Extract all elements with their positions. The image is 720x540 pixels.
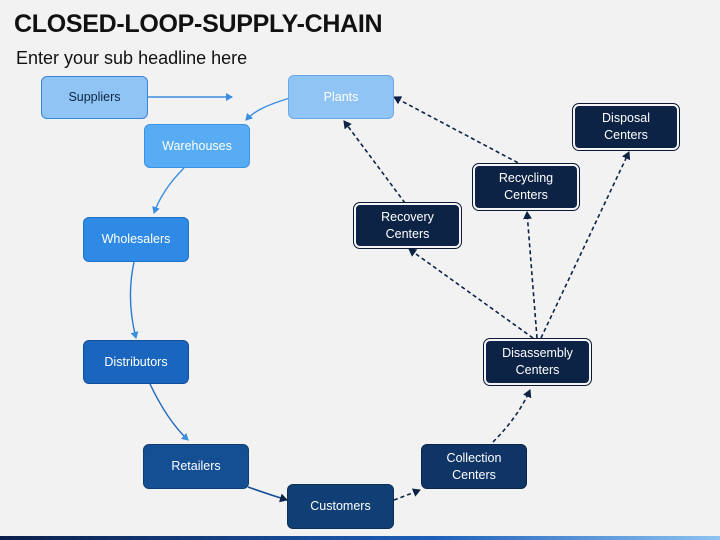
disassembly-centers-node: Disassembly Centers [483,338,592,386]
arrow-disassembly-recovery [408,248,534,339]
arrow-collection-disassembly [492,389,532,443]
customers-node: Customers [287,484,394,529]
arrow-retailers-customers [247,486,288,503]
arrow-disassembly-recycling [523,211,538,339]
recovery-centers-node: Recovery Centers [353,202,462,249]
warehouses-node: Warehouses [144,124,250,168]
page-title: CLOSED-LOOP-SUPPLY-CHAIN [14,10,383,38]
arrow-wholesalers-distributors [129,261,139,339]
distributors-node: Distributors [83,340,189,384]
arrow-recovery-plants [343,120,406,204]
arrow-distributors-retailers [149,383,189,441]
arrow-recycling-plants [393,96,525,167]
suppliers-node: Suppliers [41,76,148,119]
arrow-disassembly-disposal [540,151,631,339]
bottom-accent-bar [0,536,720,540]
recycling-centers-node: Recycling Centers [472,163,580,211]
disposal-centers-node: Disposal Centers [572,103,680,151]
arrow-customers-collection [393,488,421,501]
arrow-plants-warehouses [245,97,291,121]
collection-centers-node: Collection Centers [421,444,527,489]
arrow-warehouses-wholesalers [152,167,185,214]
page-subtitle: Enter your sub headline here [16,48,248,68]
plants-node: Plants [288,75,394,119]
retailers-node: Retailers [143,444,249,489]
wholesalers-node: Wholesalers [83,217,189,262]
